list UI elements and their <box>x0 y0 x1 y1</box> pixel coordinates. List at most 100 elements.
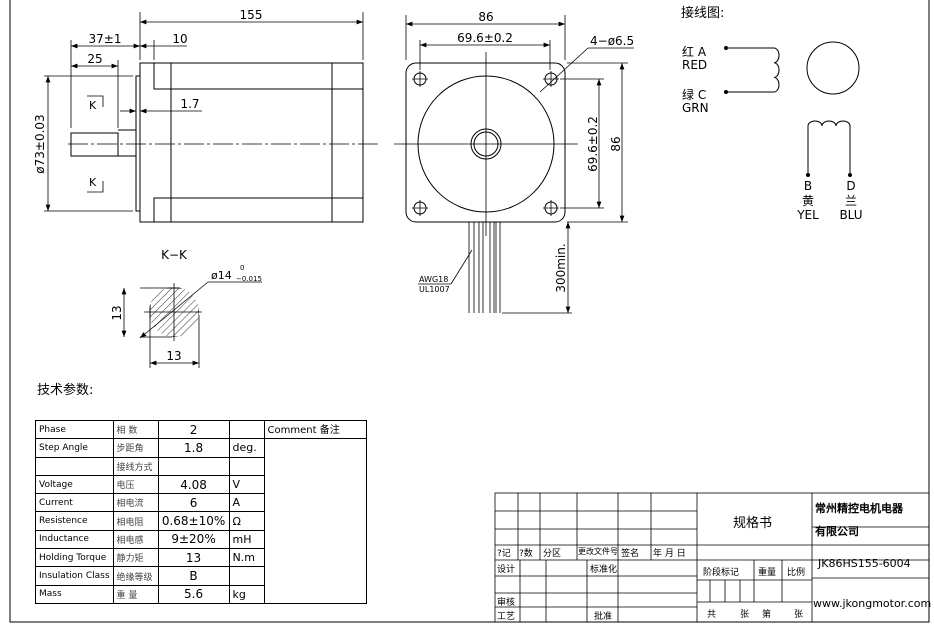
wire-a-label: 红 A <box>682 44 707 59</box>
spec-name: Phase <box>35 419 114 440</box>
spec-name-cn: 接线方式 <box>112 456 159 476</box>
spec-name-cn: 相电感 <box>112 529 159 550</box>
section-kk: K−K 13 13 ø14 0 −0.015 <box>110 248 262 368</box>
label-review: 审核 <box>497 598 516 608</box>
lead-wires <box>468 222 501 313</box>
label-process: 工艺 <box>497 612 516 622</box>
spec-name: Resistence <box>35 511 114 531</box>
label-sheets: 张 <box>740 610 750 620</box>
spec-name: Inductance <box>35 529 114 550</box>
section-title: K−K <box>161 248 188 262</box>
model-number: JK86HS155-6004 <box>818 557 911 570</box>
spec-name <box>35 456 114 476</box>
spec-unit: N.m <box>228 548 265 568</box>
wire-type: UL1007 <box>419 285 450 294</box>
wire-c-color: GRN <box>682 101 709 115</box>
wire-a-color: RED <box>682 58 707 72</box>
dim-front-width: 86 <box>478 10 493 24</box>
spec-name: Step Angle <box>35 438 114 458</box>
spec-row: 接线方式 <box>35 456 367 476</box>
spec-unit <box>228 456 265 476</box>
wire-c-label: 绿 C <box>682 87 706 102</box>
spec-value: 4.08 <box>157 474 230 495</box>
spec-name-cn: 绝缘等级 <box>112 566 159 586</box>
label-sheet: 张 <box>794 610 804 620</box>
doc-title: 规格书 <box>733 516 773 531</box>
params-title: 技术参数: <box>37 382 93 398</box>
spec-name: Current <box>35 493 114 513</box>
dim-flat: 13 <box>110 305 124 320</box>
coil-ac <box>726 47 780 93</box>
label-weight: 重量 <box>758 568 777 578</box>
wire-d-color: BLU <box>839 208 862 222</box>
rev-header: 年 月 日 <box>653 549 686 559</box>
coil-bd <box>807 120 851 175</box>
wire-d-cn: 兰 <box>845 194 857 208</box>
spec-comment: Comment 备注 <box>263 419 367 440</box>
spec-unit <box>228 419 265 440</box>
rev-header: 签名 <box>621 549 640 559</box>
spec-name-cn: 电压 <box>112 474 159 495</box>
dim-tol-upper: 0 <box>240 264 244 272</box>
label-design: 设计 <box>497 565 516 575</box>
spec-value <box>157 456 230 476</box>
website[interactable]: www.jkongmotor.com <box>813 597 932 610</box>
label-scale: 比例 <box>787 568 806 578</box>
rev-header: ?记 <box>497 549 511 559</box>
spec-name-cn: 相电阻 <box>112 511 159 531</box>
section-mark-bottom: K <box>89 176 97 189</box>
dim-holes: 4−ø6.5 <box>590 34 634 48</box>
dim-hole-spacing-v: 69.6±0.2 <box>586 116 600 172</box>
label-total: 共 <box>707 610 717 620</box>
rev-header: ?数 <box>519 549 533 559</box>
dim-pilot-height: 1.7 <box>180 97 199 111</box>
label-approve: 批准 <box>594 612 613 622</box>
spec-value: 2 <box>157 419 230 440</box>
dim-front-height: 86 <box>609 136 623 151</box>
spec-name-cn: 相电流 <box>112 493 159 513</box>
company-name-2: 有限公司 <box>815 525 859 538</box>
comment-cell <box>263 438 367 604</box>
spec-name-cn: 静力矩 <box>112 548 159 568</box>
spec-unit: kg <box>228 584 265 604</box>
dim-length: 155 <box>240 8 263 22</box>
spec-name-cn: 步距角 <box>112 438 159 458</box>
spec-name: Holding Torque <box>35 548 114 568</box>
dim-shaft-length: 37±1 <box>89 32 122 46</box>
label-standardize: 标准化 <box>590 565 618 575</box>
spec-unit: Ω <box>228 511 265 531</box>
spec-name-cn: 重 量 <box>112 584 159 604</box>
wire-b-cn: 黄 <box>802 194 814 208</box>
spec-name: Mass <box>35 584 114 604</box>
section-mark-top: K <box>89 99 97 112</box>
spec-value: 9±20% <box>157 529 230 550</box>
spec-unit: mH <box>228 529 265 550</box>
sheet-border <box>9 0 930 623</box>
spec-value: 1.8 <box>157 438 230 458</box>
wire-b-color: YEL <box>796 208 819 222</box>
wire-d-label: D <box>846 179 855 193</box>
spec-value: 0.68±10% <box>157 511 230 531</box>
rotor-symbol <box>806 41 860 95</box>
dim-width: 13 <box>166 349 181 363</box>
spec-name: Insulation Class <box>35 566 114 586</box>
company-name: 常州精控电机电器 <box>815 502 903 515</box>
spec-unit <box>228 566 265 586</box>
spec-unit: V <box>228 474 265 495</box>
spec-unit: deg. <box>228 438 265 458</box>
side-view: 155 37±1 10 25 ø73±0.03 1.7 K K <box>33 8 380 223</box>
dim-pilot-dia: ø73±0.03 <box>33 114 47 173</box>
mounting-holes <box>412 71 559 216</box>
dim-tol-lower: −0.015 <box>236 275 262 283</box>
label-stage: 阶段标记 <box>703 568 740 578</box>
